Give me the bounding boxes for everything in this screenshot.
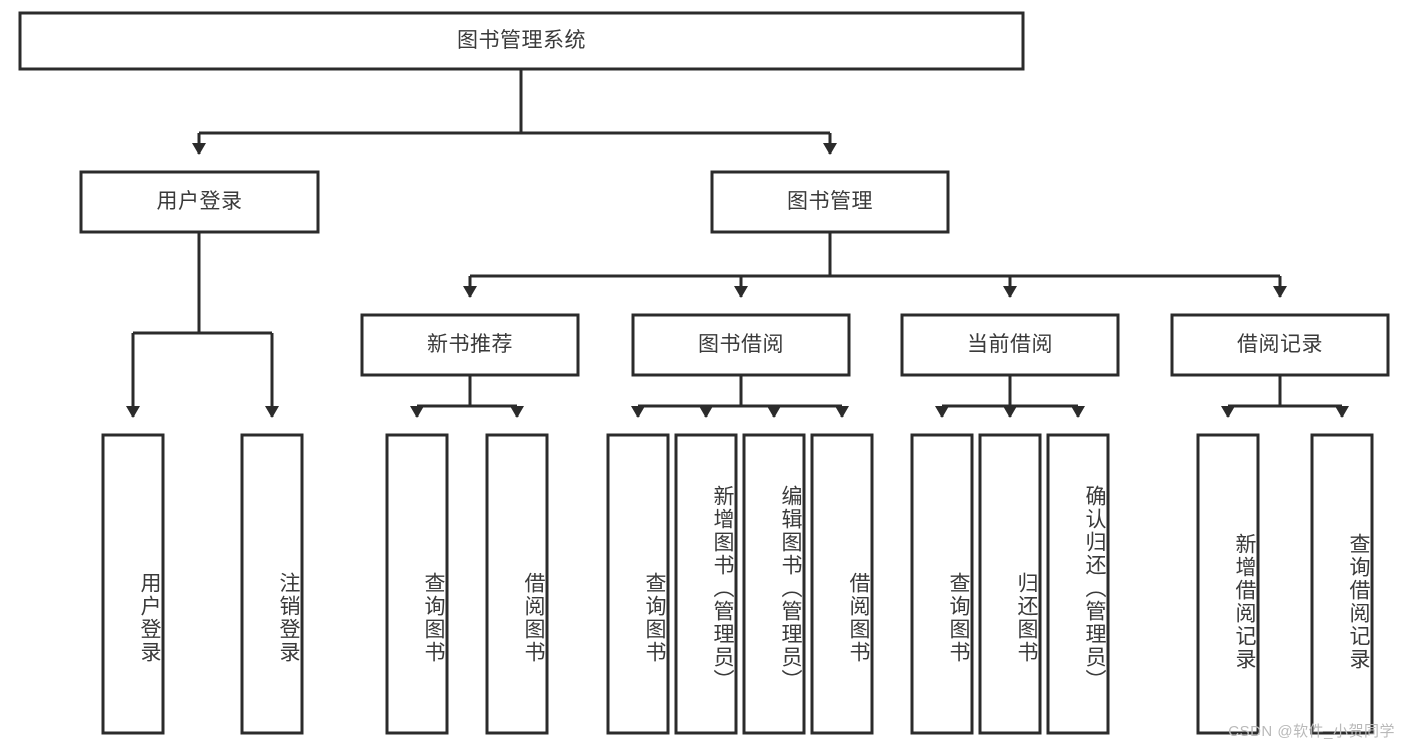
- node-box-current-borrow[interactable]: [900, 313, 1120, 377]
- node-box-book-borrow[interactable]: [631, 313, 851, 377]
- node-box-borrow-record[interactable]: [1170, 313, 1390, 377]
- node-box-leaf-return-book[interactable]: [978, 433, 1042, 735]
- connector-new-book-recommend-to-leaves: [410, 375, 524, 418]
- node-box-root[interactable]: [18, 11, 1025, 71]
- connector-current-borrow-to-leaves: [935, 375, 1085, 418]
- node-box-leaf-borrow-book-recommend[interactable]: [485, 433, 549, 735]
- node-box-leaf-query-book-recommend[interactable]: [385, 433, 449, 735]
- node-box-book-management[interactable]: [710, 170, 950, 234]
- connector-user-login-to-leaves: [126, 232, 279, 418]
- node-box-leaf-query-book-current[interactable]: [910, 433, 974, 735]
- csdn-watermark: CSDN @软件_小贺同学: [1228, 723, 1395, 740]
- node-box-leaf-logout[interactable]: [240, 433, 304, 735]
- node-box-leaf-add-borrow-record[interactable]: [1196, 433, 1260, 735]
- node-box-leaf-borrow-book[interactable]: [810, 433, 874, 735]
- connector-borrow-record-to-leaves: [1221, 375, 1349, 418]
- node-box-user-login[interactable]: [79, 170, 320, 234]
- connector-root-to-level1: [192, 69, 837, 155]
- connector-book-borrow-to-leaves: [631, 375, 849, 418]
- node-box-leaf-add-book-admin[interactable]: [674, 433, 738, 735]
- node-box-leaf-user-login[interactable]: [101, 433, 165, 735]
- node-box-leaf-query-book-borrow[interactable]: [606, 433, 670, 735]
- node-box-leaf-edit-book-admin[interactable]: [742, 433, 806, 735]
- connector-book-management-to-level2: [463, 232, 1287, 298]
- node-box-leaf-confirm-return-admin[interactable]: [1046, 433, 1110, 735]
- node-box-leaf-query-borrow-record[interactable]: [1310, 433, 1374, 735]
- node-box-new-book-recommend[interactable]: [360, 313, 580, 377]
